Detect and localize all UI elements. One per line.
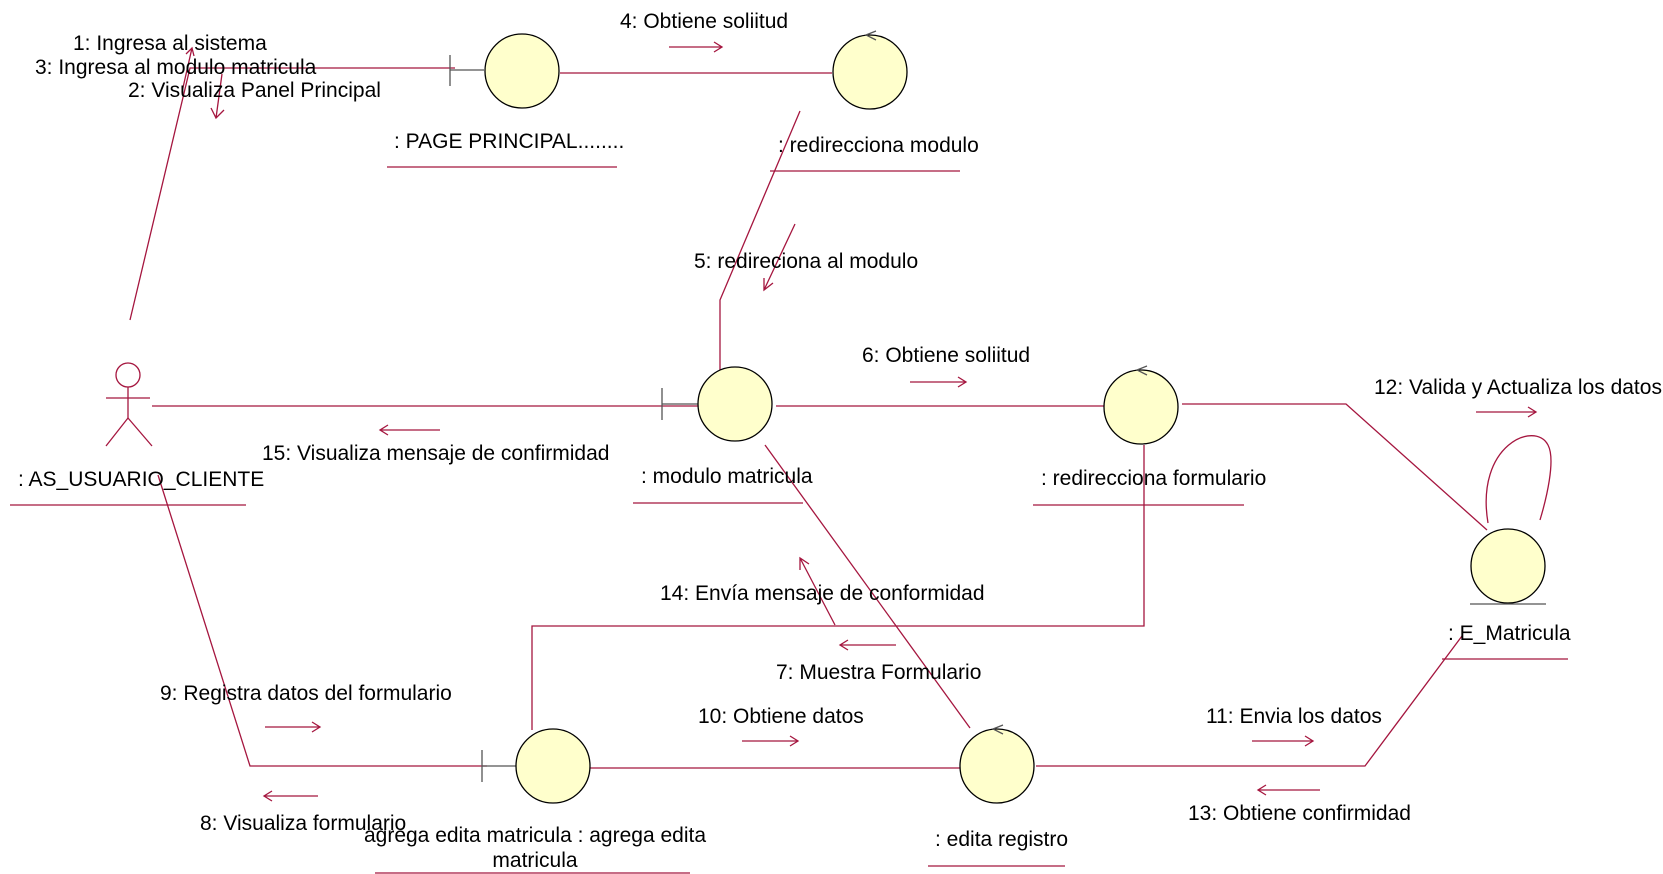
link-redform-ematricula [1182,403,1488,531]
e-matricula-label: : E_Matricula [1448,622,1571,645]
arrow-m9 [265,721,322,733]
msg-8: 8: Visualiza formulario [200,812,406,835]
link-modulo-edita [764,444,971,729]
msg-9: 9: Registra datos del formulario [160,682,452,705]
control-arrowhead [1135,365,1148,376]
arrow-m2 [210,73,225,120]
page-principal-label: : PAGE PRINCIPAL........ [394,130,624,153]
entity-e-matricula[interactable]: : E_Matricula [1442,528,1571,660]
control-arrowhead [864,30,877,41]
control-circle [1103,369,1179,445]
arrow-m12 [1476,406,1538,418]
redirecciona-formulario-label: : redirecciona formulario [1041,467,1266,490]
control-circle [832,34,908,110]
arrow-m6 [910,376,968,388]
links [129,67,1552,769]
control-circle [959,728,1035,804]
arrow-m11 [1252,735,1315,747]
msg-14: 14: Envía mensaje de conformidad [660,582,985,605]
msg-7: 7: Muestra Formulario [776,661,981,684]
agrega-edita-label-2: matricula [492,849,578,872]
modulo-matricula-label: : modulo matricula [641,465,813,488]
control-arrowhead [991,724,1004,735]
arrow-m7 [838,639,896,651]
actor-head [115,362,141,388]
arrow-m15 [378,424,440,436]
message-labels: 1: Ingresa al sistema 3: Ingresa al modu… [35,10,1662,835]
arrow-m8 [262,790,318,802]
arrow-m13 [1256,784,1320,796]
control-redirecciona-modulo[interactable]: : redirecciona modulo [770,30,979,172]
entity-circle [1470,528,1546,604]
boundary-modulo-matricula[interactable]: : modulo matricula [633,366,813,504]
msg-3: 3: Ingresa al modulo matricula [35,56,317,79]
control-edita-registro[interactable]: : edita registro [928,724,1068,867]
actor-right-leg [127,417,153,447]
msg-12: 12: Valida y Actualiza los datos [1374,376,1662,399]
arrow-m14 [799,556,836,626]
msg-11: 11: Envia los datos [1206,705,1382,728]
msg-10: 10: Obtiene datos [698,705,864,728]
link-redirecciona-modulo [719,110,801,370]
actor-left-leg [105,417,129,447]
msg-5: 5: redireciona al modulo [694,250,918,273]
link-actor-page [129,67,455,321]
boundary-circle [515,728,591,804]
control-redirecciona-formulario[interactable]: : redirecciona formulario [1033,365,1266,506]
boundary-circle [484,33,560,109]
boundary-page-principal[interactable]: : PAGE PRINCIPAL........ [387,33,624,168]
actor-label: : AS_USUARIO_CLIENTE [18,468,264,491]
boundary-circle [697,366,773,442]
link-redform-agrega [531,445,1145,730]
msg-2: 2: Visualiza Panel Principal [128,79,381,102]
msg-6: 6: Obtiene soliitud [862,344,1030,367]
actor-usuario-cliente[interactable]: : AS_USUARIO_CLIENTE [10,362,264,506]
link-actor-agrega [157,474,487,767]
msg-4: 4: Obtiene soliitud [620,10,788,33]
arrow-m10 [742,735,800,747]
message-arrows [181,41,1538,802]
agrega-edita-label-1: agrega edita matricula : agrega edita [364,824,706,847]
arrow-m1 [181,46,195,93]
redirecciona-modulo-label: : redirecciona modulo [778,134,979,157]
link-edita-ematricula [1036,635,1463,767]
msg-1: 1: Ingresa al sistema [73,32,267,55]
msg-15: 15: Visualiza mensaje de confirmidad [262,442,609,465]
edita-registro-label: : edita registro [935,828,1068,851]
msg-13: 13: Obtiene confirmidad [1188,802,1411,825]
arrow-m4 [669,41,724,53]
arrow-m5 [763,223,796,292]
boundary-agrega-edita[interactable]: agrega edita matricula : agrega edita ma… [364,728,706,874]
link-self-ematricula [1485,435,1552,524]
